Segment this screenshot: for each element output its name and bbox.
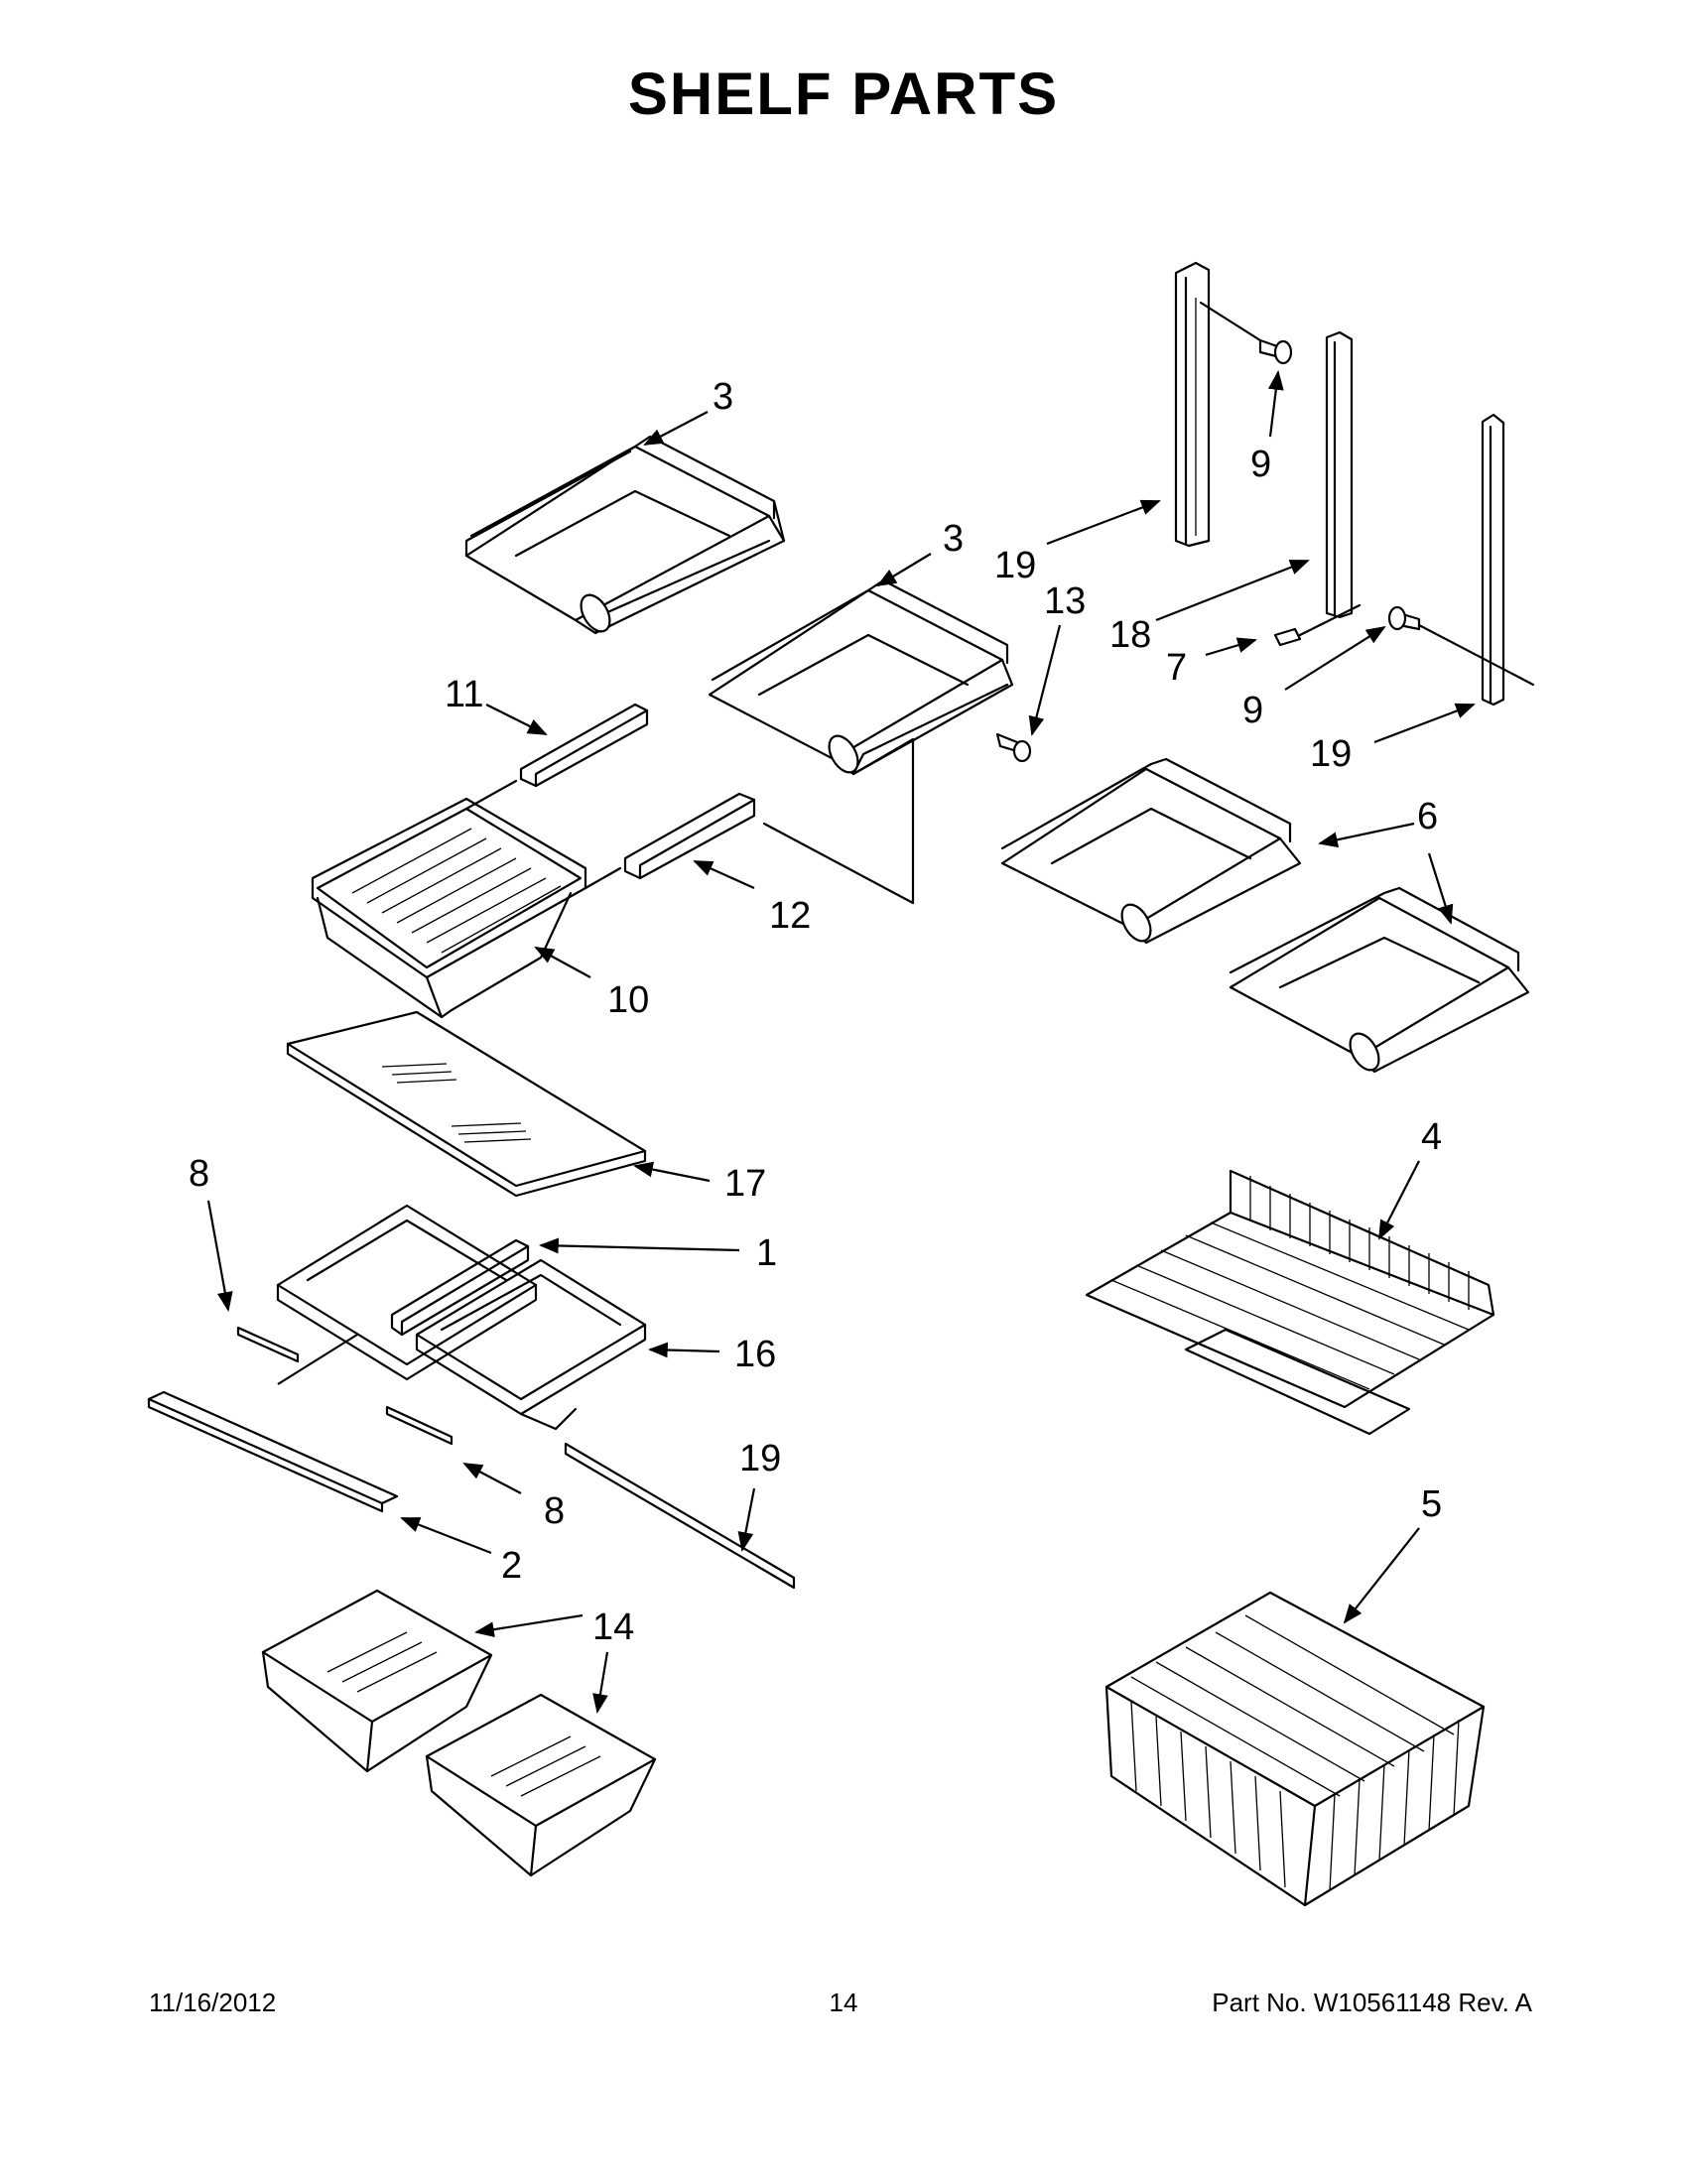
callout-18: 18 (1109, 614, 1151, 656)
deli-drawer-part-16 (276, 1204, 647, 1431)
callout-7: 7 (1166, 647, 1187, 689)
screw-part-13 (995, 732, 1032, 763)
clips-part-8 (236, 1326, 454, 1446)
callout-11: 11 (445, 674, 483, 715)
callout-labels: 3 3 9 19 13 18 7 9 19 11 12 10 6 17 8 1 … (189, 376, 1442, 1648)
callout-19-rail: 19 (994, 545, 1036, 586)
glass-shelf-part-17 (286, 1010, 647, 1198)
shelf-part-3-lower (708, 578, 1014, 905)
callout-16: 16 (734, 1334, 776, 1375)
callout-14: 14 (592, 1606, 634, 1648)
slide-part-11 (464, 703, 649, 811)
crisper-drawer-part-10 (311, 797, 587, 1019)
pan-part-14-left (261, 1589, 493, 1773)
rail-part-19-left (1174, 261, 1211, 548)
callout-12: 12 (769, 895, 811, 937)
callout-4: 4 (1421, 1116, 1442, 1158)
callout-8-upper: 8 (189, 1153, 209, 1195)
callout-2: 2 (501, 1545, 522, 1587)
rail-part-19-right (1481, 413, 1505, 707)
callout-8-lower: 8 (544, 1490, 565, 1532)
callout-17: 17 (724, 1163, 766, 1205)
callout-13: 13 (1044, 580, 1086, 622)
wire-shelf-part-4 (1085, 1169, 1495, 1436)
trim-part-2 (147, 1390, 399, 1513)
rod-part-19 (564, 1442, 796, 1590)
callout-3-lower: 3 (943, 518, 964, 560)
callout-19-right: 19 (1310, 733, 1352, 775)
shelf-part-3-upper (464, 435, 786, 635)
rail-part-18 (1325, 330, 1354, 619)
screws-parts-7-9 (1199, 301, 1535, 687)
callout-9-upper: 9 (1250, 444, 1271, 485)
callout-10: 10 (607, 979, 649, 1021)
leader-lines (206, 370, 1476, 1714)
page-title: SHELF PARTS (627, 61, 1060, 127)
wire-basket-part-5 (1104, 1591, 1486, 1907)
slide-part-1 (390, 1238, 530, 1337)
callout-3-upper: 3 (713, 376, 733, 418)
footer-date: 11/16/2012 (149, 1988, 277, 2017)
footer-part-number: Part No. W10561148 Rev. A (1212, 1988, 1532, 2017)
callout-5: 5 (1421, 1483, 1442, 1525)
callout-9-lower: 9 (1242, 690, 1263, 731)
shelf-part-6-lower (1229, 886, 1530, 1074)
pan-part-14-right (425, 1693, 657, 1877)
callout-1: 1 (756, 1232, 777, 1274)
footer-page-number: 14 (829, 1988, 858, 2017)
shelf-part-6-upper (1000, 757, 1302, 945)
slide-part-12 (584, 792, 915, 905)
callout-19-rod: 19 (739, 1438, 781, 1479)
callout-6: 6 (1417, 796, 1438, 837)
